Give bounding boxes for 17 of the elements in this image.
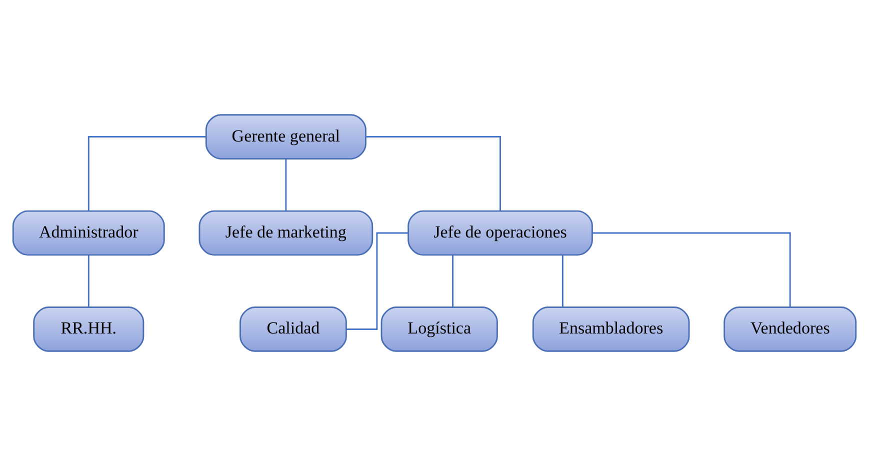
node-box: Vendedores bbox=[724, 306, 857, 352]
node-box: Calidad bbox=[240, 306, 347, 352]
node-box: RR.HH. bbox=[33, 306, 144, 352]
connector bbox=[346, 232, 408, 330]
connector bbox=[452, 255, 454, 308]
connector bbox=[592, 232, 791, 307]
connector bbox=[88, 255, 90, 308]
node-box: Logística bbox=[380, 306, 498, 352]
node-box: Ensambladores bbox=[532, 306, 690, 352]
connector bbox=[562, 255, 564, 308]
node-box: Jefe de operaciones bbox=[408, 210, 593, 256]
node-box: Jefe de marketing bbox=[198, 210, 374, 256]
connector bbox=[88, 136, 206, 211]
node-box: Gerente general bbox=[205, 114, 366, 160]
node-box: Administrador bbox=[12, 210, 165, 256]
connector bbox=[366, 136, 501, 211]
connector bbox=[285, 159, 287, 211]
